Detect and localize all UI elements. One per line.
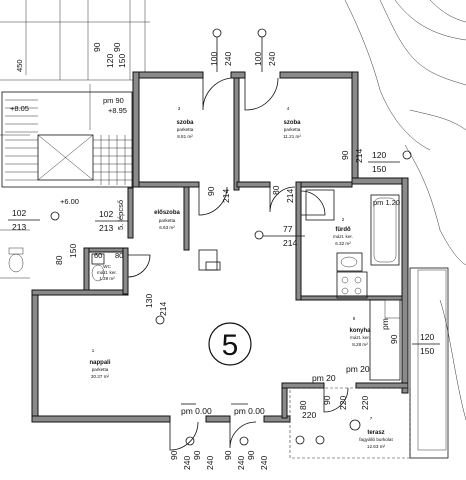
dim-bottom-pm1: pm 0.00 bbox=[181, 406, 212, 416]
apartment-number-text: 5 bbox=[222, 329, 239, 362]
room-code-furdo: 2 bbox=[342, 217, 345, 222]
room-floor-terasz: fagyálló burkolat bbox=[359, 437, 393, 442]
room-area-szoba2: 11.21 m² bbox=[283, 134, 301, 139]
apartment-number: 5 bbox=[208, 322, 252, 366]
room-code-nappali: 1 bbox=[92, 348, 95, 353]
dim-bath-pm: pm 1.20 bbox=[373, 198, 400, 207]
dim-wc-60: 60 bbox=[94, 251, 102, 260]
room-name-szoba2: szoba bbox=[283, 120, 301, 126]
room-name-furdo: fürdő bbox=[335, 227, 351, 233]
fixtures bbox=[8, 189, 401, 381]
dim-top-4: 240 bbox=[267, 52, 277, 66]
dim-kitchen-pm: pm bbox=[380, 318, 390, 330]
room-area-eloszoba: 6.63 m² bbox=[159, 225, 175, 230]
dim-topleft-3: 90 bbox=[112, 42, 122, 52]
room-name-konyha: konyha bbox=[349, 328, 371, 334]
dim-bottom-8: 240 bbox=[259, 456, 269, 470]
dim-top-2: 240 bbox=[223, 52, 233, 66]
room-name-nappali: nappali bbox=[89, 360, 110, 366]
room-area-terasz: 12.63 m² bbox=[367, 444, 386, 449]
dim-right-120b: 120 bbox=[420, 332, 434, 342]
dim-450: 450 bbox=[15, 59, 24, 72]
dim-terrace-220a: 220 bbox=[302, 410, 316, 420]
level-pm-top-b: +8.95 bbox=[108, 106, 127, 115]
dim-left-213: 213 bbox=[12, 222, 26, 232]
dim-wc-80: 80 bbox=[115, 251, 123, 260]
level-left-mid: +6.00 bbox=[60, 197, 79, 206]
dimension-labels: 100 240 100 240 90 120 90 150 102 213 10… bbox=[8, 28, 440, 470]
dim-left-80: 80 bbox=[54, 255, 64, 265]
room-floor-szoba1: parketta bbox=[177, 127, 194, 132]
dim-bottom-4: 240 bbox=[205, 456, 215, 470]
dim-kitchen-pm20a: pm 20 bbox=[312, 373, 336, 383]
dim-bath-214: 214 bbox=[283, 238, 297, 248]
dim-right-150: 150 bbox=[372, 164, 386, 174]
dim-bottom-6: 240 bbox=[236, 456, 246, 470]
door-swings bbox=[127, 77, 349, 451]
dim-kitchen-90: 90 bbox=[389, 334, 399, 344]
dim-top-3: 100 bbox=[253, 52, 263, 66]
dim-mid-102: 102 bbox=[99, 209, 113, 219]
dim-left-150: 150 bbox=[68, 244, 78, 258]
room-area-konyha: 8.28 m² bbox=[352, 342, 368, 347]
level-pm-top: pm 90 bbox=[103, 96, 124, 105]
room-code-szoba1: 3 bbox=[178, 106, 181, 111]
room-name-terasz: terasz bbox=[367, 430, 384, 436]
context-lines bbox=[0, 0, 466, 421]
dim-right-120: 120 bbox=[372, 150, 386, 160]
room-floor-konyha: mázt. ker. bbox=[350, 335, 370, 340]
dim-right-90: 90 bbox=[340, 150, 350, 160]
room-name-wc: WC bbox=[103, 264, 111, 269]
dim-terrace-80: 80 bbox=[298, 400, 308, 410]
room-floor-furdo: mázt. ker. bbox=[333, 234, 353, 239]
room-code-terasz: 7 bbox=[370, 416, 373, 421]
room-floor-eloszoba: parketta bbox=[159, 218, 176, 223]
dim-mid-213: 213 bbox=[99, 223, 113, 233]
dim-hall-214: 214 bbox=[221, 189, 231, 203]
dim-hall-214b: 214 bbox=[285, 189, 295, 203]
room-name-eloszoba: előszoba bbox=[154, 210, 180, 216]
stairwell bbox=[1, 84, 133, 188]
room-labels: 3 szoba parketta 8.81 m² 4 szoba parkett… bbox=[89, 106, 393, 449]
dim-right-150b: 150 bbox=[420, 346, 434, 356]
dim-nappali-214: 214 bbox=[158, 302, 168, 316]
dim-bottom-2: 240 bbox=[182, 456, 192, 470]
room-floor-wc: mázt. ker. bbox=[97, 270, 117, 275]
dim-topleft-2: 120 bbox=[105, 54, 115, 68]
walls bbox=[31, 71, 409, 423]
room-code-szoba2: 4 bbox=[287, 106, 290, 111]
dim-terrace-220b: 220 bbox=[338, 396, 348, 410]
dim-bath-77: 77 bbox=[283, 224, 293, 234]
level-labels: 5. lépcső +8.05 +6.00 pm 90 +8.95 450 bbox=[10, 59, 127, 230]
dim-kitchen-pm20b: pm 20 bbox=[346, 364, 370, 374]
room-code-konyha: 6 bbox=[353, 316, 356, 321]
dim-terrace-90: 90 bbox=[322, 395, 332, 405]
room-area-nappali: 30.37 m² bbox=[91, 374, 110, 379]
dim-topleft-1: 90 bbox=[92, 42, 102, 52]
dim-hall-80: 80 bbox=[271, 185, 281, 195]
terrace bbox=[289, 267, 449, 459]
dim-topleft-4: 150 bbox=[117, 54, 127, 68]
dim-left-102: 102 bbox=[12, 208, 26, 218]
dim-terrace-220c: 220 bbox=[360, 396, 370, 410]
dim-hall-90: 90 bbox=[206, 186, 216, 196]
dim-bottom-7: 90 bbox=[246, 450, 256, 460]
room-area-szoba1: 8.81 m² bbox=[177, 134, 193, 139]
room-name-szoba1: szoba bbox=[176, 120, 194, 126]
level-left-top: +8.05 bbox=[10, 104, 29, 113]
dim-top-1: 100 bbox=[209, 52, 219, 66]
room-area-wc: 1.39 m² bbox=[99, 276, 115, 281]
room-floor-szoba2: parketta bbox=[284, 127, 301, 132]
dim-right-214: 214 bbox=[354, 149, 364, 163]
dim-bottom-pm2: pm 0.00 bbox=[234, 406, 265, 416]
dim-bottom-5: 90 bbox=[223, 450, 233, 460]
dim-bottom-1: 90 bbox=[169, 450, 179, 460]
stair-label: 5. lépcső bbox=[116, 200, 125, 230]
dim-nappali-130: 130 bbox=[144, 294, 154, 308]
room-area-furdo: 6.32 m² bbox=[335, 241, 351, 246]
room-floor-nappali: parketta bbox=[92, 367, 109, 372]
dim-bottom-3: 90 bbox=[192, 450, 202, 460]
